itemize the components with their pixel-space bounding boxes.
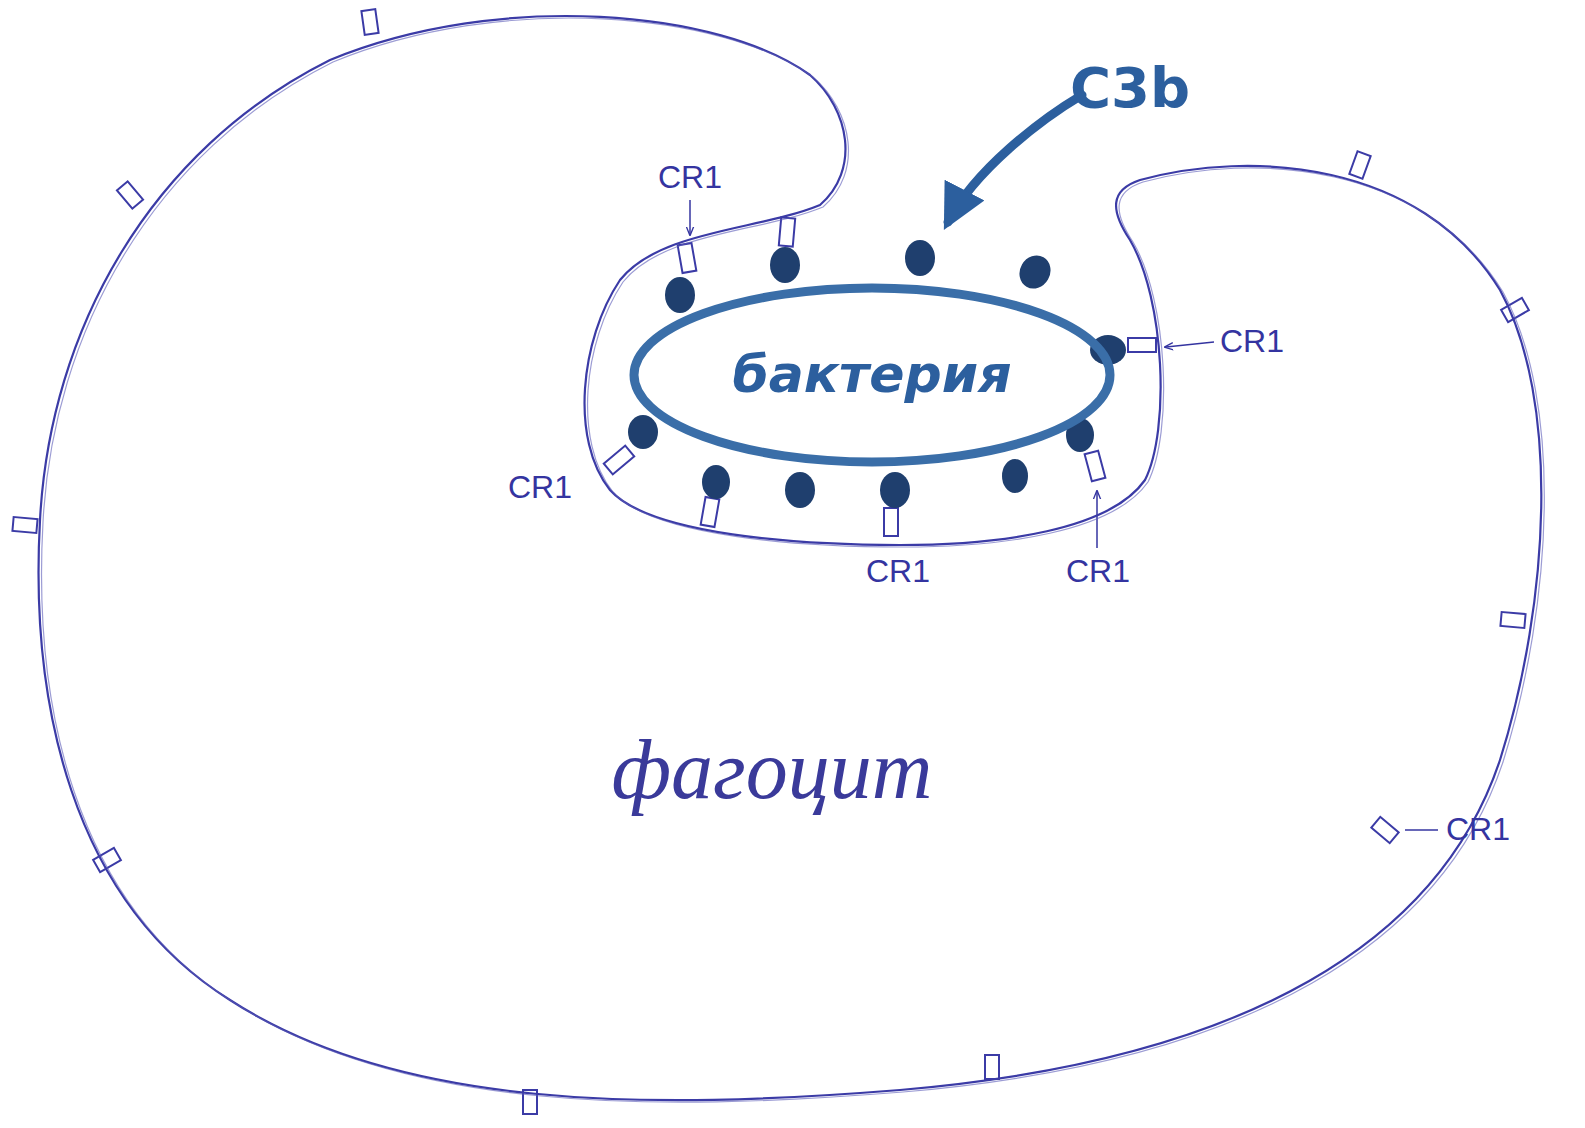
receptors-outer: [12, 9, 1528, 1114]
bacterium-wall: [634, 288, 1110, 462]
cell-name: фагоцит: [611, 724, 932, 816]
receptor-label: CR1: [1446, 812, 1510, 847]
membrane-sketch: [42, 18, 1545, 1102]
molecule-label: C3b: [1070, 57, 1190, 119]
bacterium-name: бактерия: [732, 346, 1011, 403]
receptor-label: CR1: [1220, 324, 1284, 359]
receptors-inner: [604, 217, 1156, 536]
receptor-label: CR1: [1066, 554, 1130, 589]
receptor-label: CR1: [866, 554, 930, 589]
receptor-label: CR1: [658, 160, 722, 195]
c3b-dots: [628, 240, 1126, 508]
c3b-leader: [948, 95, 1082, 222]
membrane: [39, 16, 1542, 1100]
receptor-label: CR1: [508, 470, 572, 505]
bacterium-cell: бактерия: [629, 283, 1115, 467]
